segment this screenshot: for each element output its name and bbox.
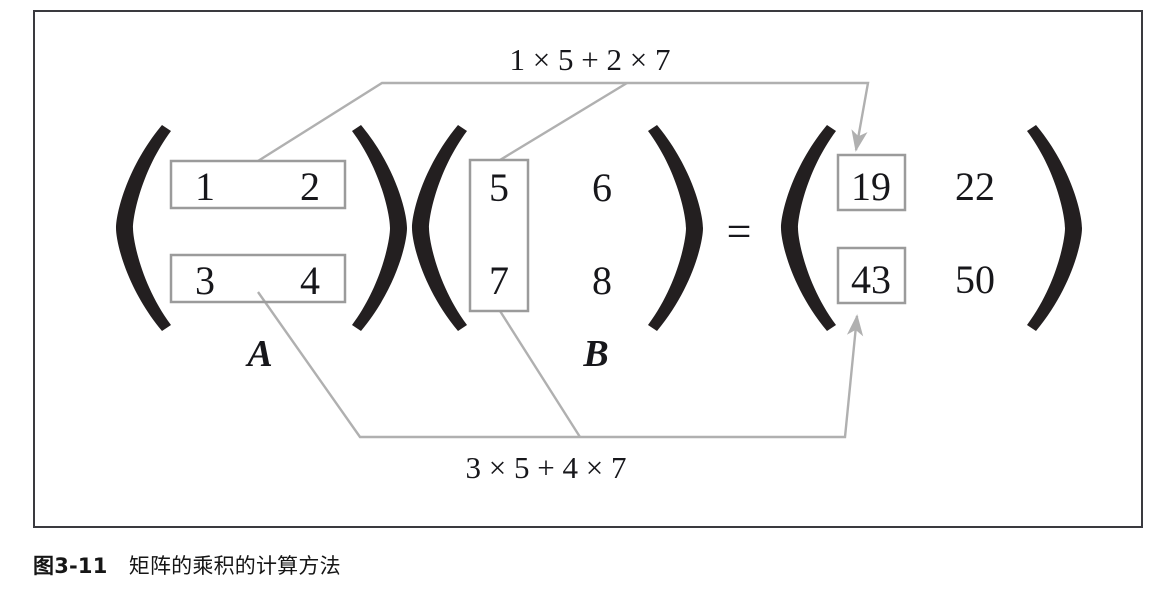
figure-caption: 图3-11 矩阵的乘积的计算方法 bbox=[33, 545, 933, 585]
figure-caption-number: 图3-11 bbox=[33, 554, 108, 578]
figure-frame bbox=[33, 10, 1143, 528]
figure-caption-gap bbox=[108, 550, 129, 580]
figure-caption-text: 矩阵的乘积的计算方法 bbox=[128, 554, 341, 578]
